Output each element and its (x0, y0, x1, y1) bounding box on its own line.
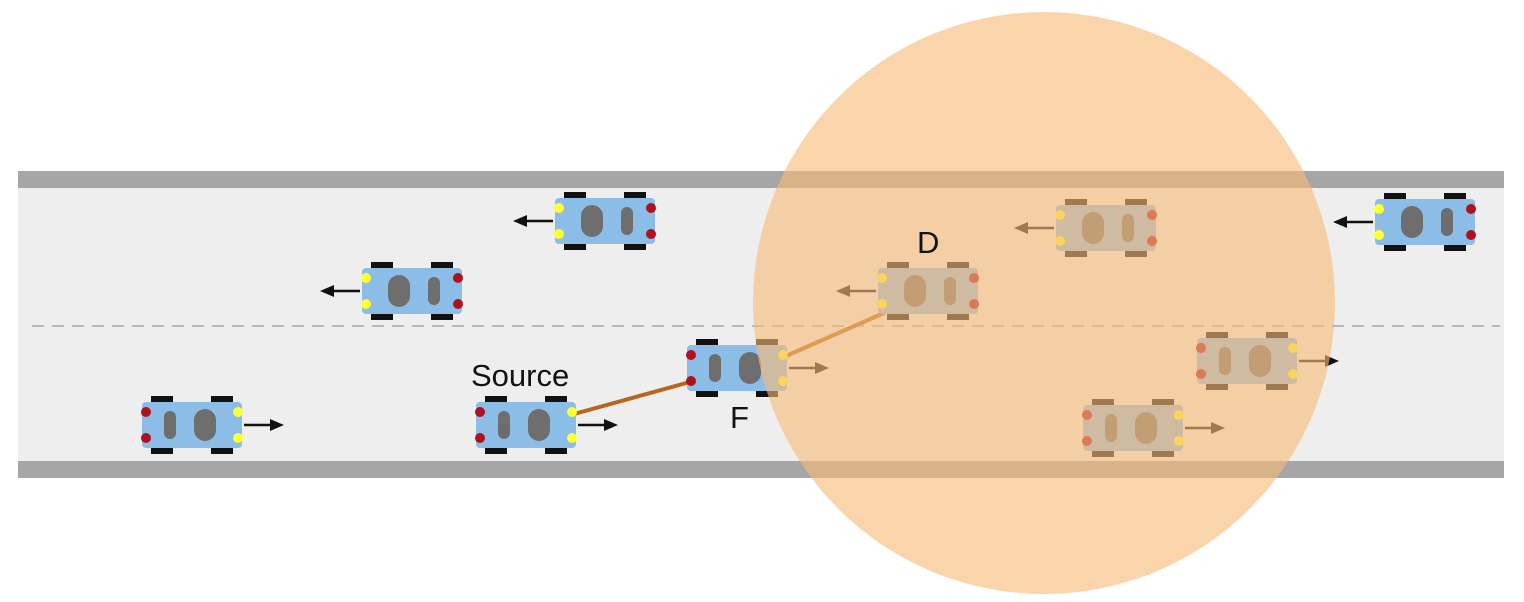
wheel (564, 242, 586, 250)
link-source-forwarder (573, 380, 691, 416)
vehicle (320, 262, 463, 320)
front-window (528, 409, 550, 441)
taillight (686, 376, 696, 386)
wheel (151, 396, 173, 404)
car-body (142, 402, 242, 448)
vehicle (1333, 193, 1476, 251)
wheel (211, 396, 233, 404)
vehicle (513, 192, 656, 250)
front-window (581, 205, 603, 237)
forwarder-label: F (730, 400, 749, 435)
wheel (485, 396, 507, 404)
wheel (371, 312, 393, 320)
wheel (756, 389, 778, 397)
taillight (646, 229, 656, 239)
wheel (624, 242, 646, 250)
taillight (646, 203, 656, 213)
front-window (739, 352, 761, 384)
wheel (545, 446, 567, 454)
headlight (361, 299, 371, 309)
taillight (686, 350, 696, 360)
taillight (475, 433, 485, 443)
rear-window (498, 411, 510, 439)
headlight (554, 203, 564, 213)
wheel (431, 312, 453, 320)
headlight (233, 407, 243, 417)
wheel (431, 262, 453, 270)
wheel (151, 446, 173, 454)
wheel (696, 339, 718, 347)
source-label: Source (471, 358, 569, 393)
car-body (555, 198, 655, 244)
car-body (476, 402, 576, 448)
wheel (1384, 193, 1406, 201)
wheel (371, 262, 393, 270)
wheel (211, 446, 233, 454)
direction-arrow-head (270, 419, 284, 431)
direction-arrow-head (604, 419, 618, 431)
taillight (1466, 204, 1476, 214)
destination-label: D (917, 225, 939, 260)
taillight (1466, 230, 1476, 240)
taillight (453, 299, 463, 309)
rear-window (709, 354, 721, 382)
rear-window (164, 411, 176, 439)
coverage-area (753, 12, 1335, 594)
headlight (233, 433, 243, 443)
direction-arrow-head (1333, 216, 1347, 228)
vehicle (141, 396, 284, 454)
wheel (1444, 243, 1466, 251)
headlight (1374, 204, 1384, 214)
wheel (624, 192, 646, 200)
headlight (567, 433, 577, 443)
wheel (696, 389, 718, 397)
car-body (1375, 199, 1475, 245)
wheel (1384, 243, 1406, 251)
taillight (141, 433, 151, 443)
car-body (362, 268, 462, 314)
rear-window (428, 277, 440, 305)
headlight (567, 407, 577, 417)
headlight (554, 229, 564, 239)
front-window (1401, 206, 1423, 238)
headlight (361, 273, 371, 283)
wheel (485, 446, 507, 454)
headlight (1374, 230, 1384, 240)
front-window (388, 275, 410, 307)
source-vehicle (475, 396, 618, 454)
direction-arrow-head (513, 215, 527, 227)
wheel (1444, 193, 1466, 201)
rear-window (1441, 208, 1453, 236)
wheel (564, 192, 586, 200)
taillight (453, 273, 463, 283)
rear-window (621, 207, 633, 235)
wheel (545, 396, 567, 404)
taillight (141, 407, 151, 417)
direction-arrow-head (320, 285, 334, 297)
taillight (475, 407, 485, 417)
front-window (194, 409, 216, 441)
